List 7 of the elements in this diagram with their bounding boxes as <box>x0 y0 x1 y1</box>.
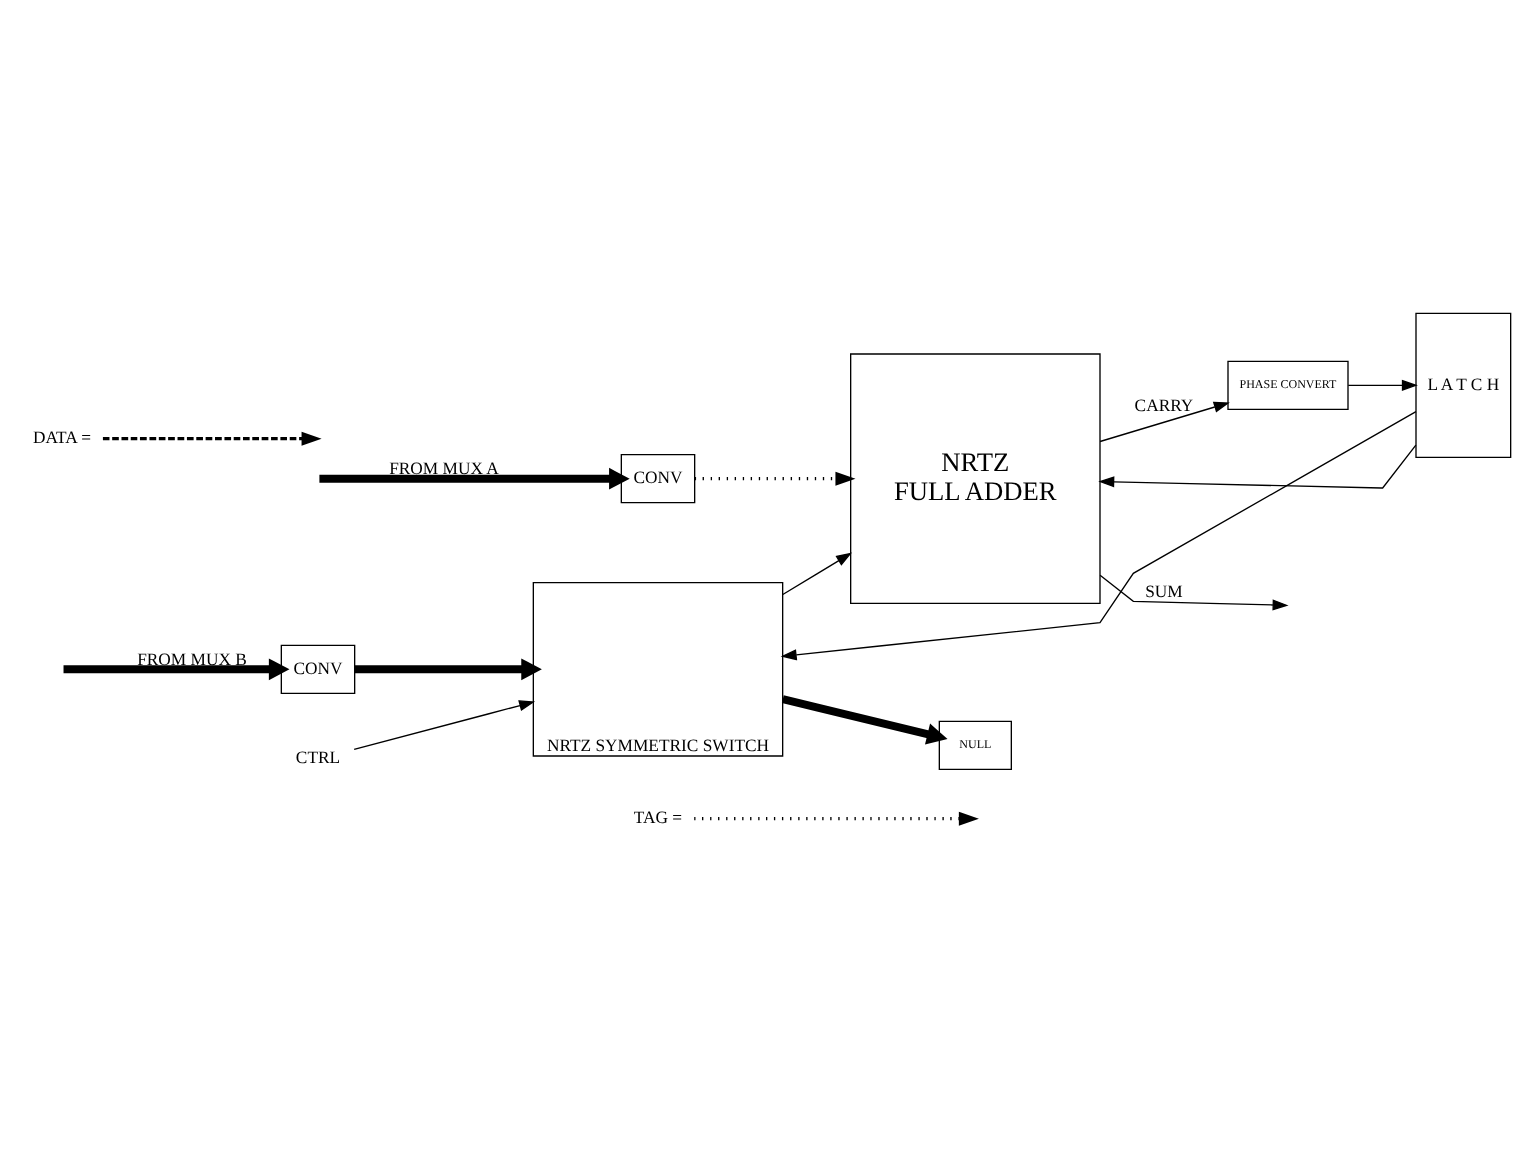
node-text: CTRL <box>295 747 341 768</box>
edge-label: FROM MUX B <box>137 648 247 669</box>
edge-label: FROM MUX A <box>389 457 499 478</box>
legend-label: DATA = <box>33 427 91 448</box>
edge-label: SUM <box>1145 580 1183 601</box>
legend-label: TAG = <box>633 807 683 828</box>
edge-label: CARRY <box>1134 395 1194 416</box>
